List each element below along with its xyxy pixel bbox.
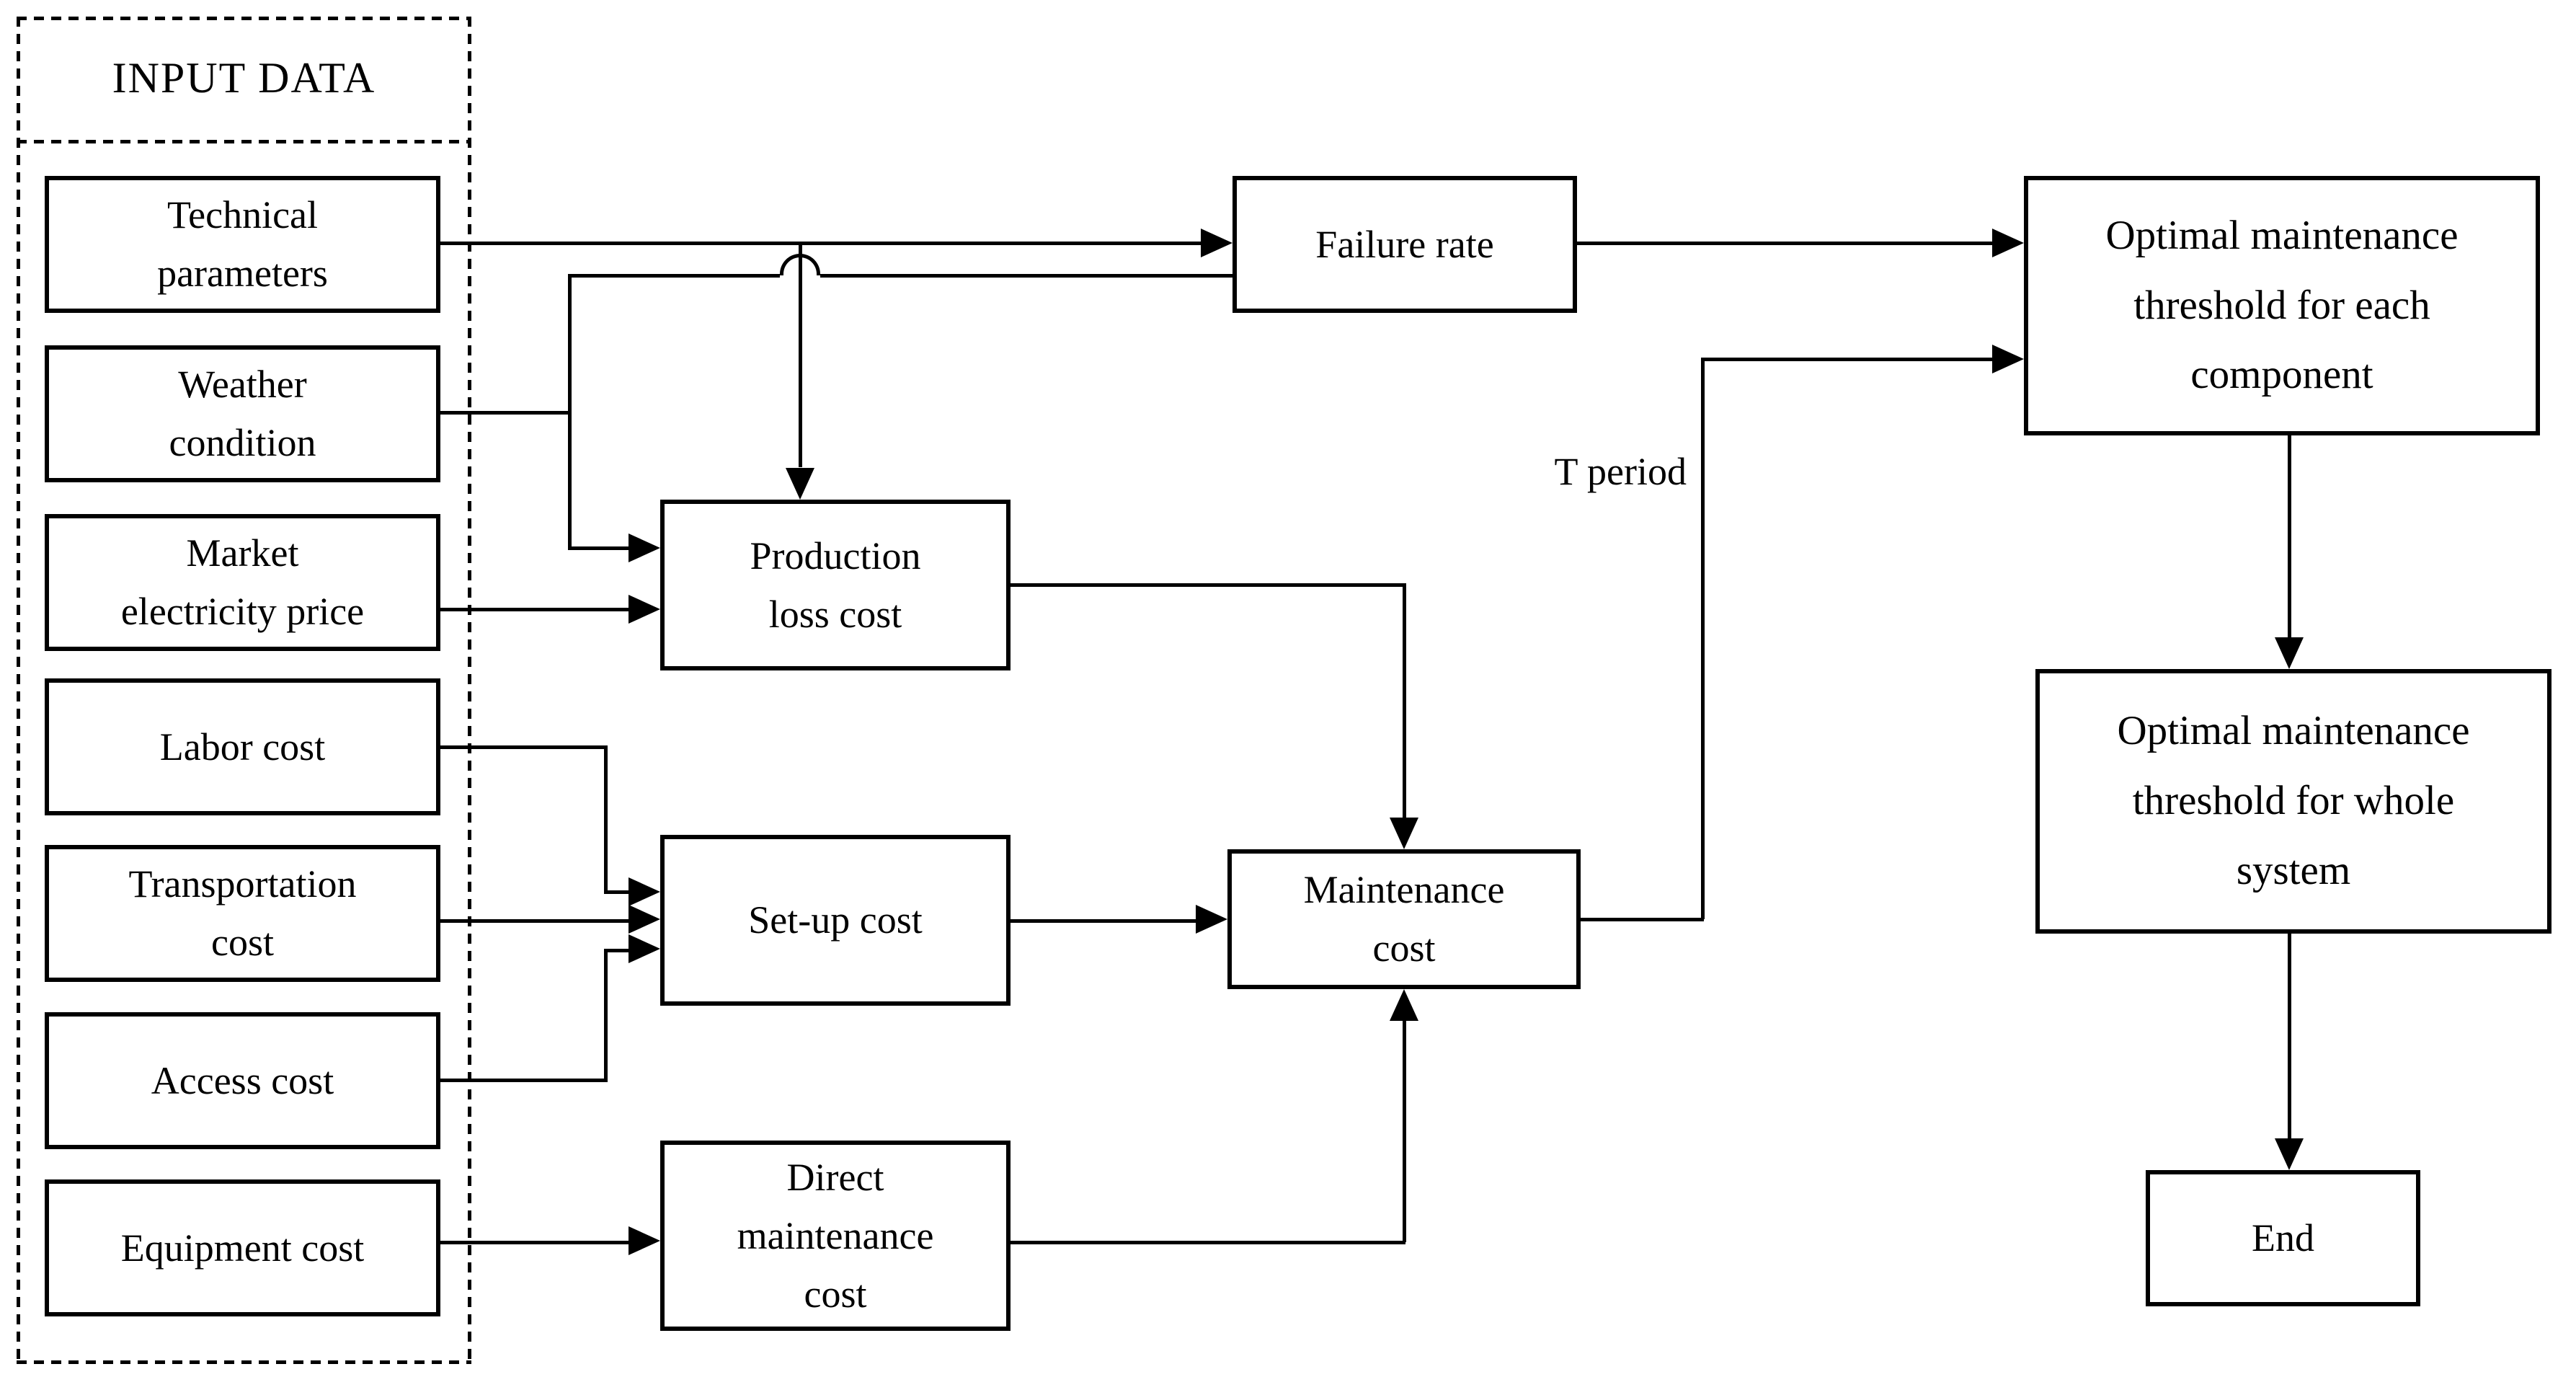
node-equipment-cost: Equipment cost — [45, 1179, 440, 1316]
connector-optimal-each-to-whole — [2288, 435, 2291, 637]
node-end-label: End — [2252, 1216, 2314, 1259]
connector-weather-to-failure-right-segment — [820, 274, 1233, 278]
connector-access-out — [440, 1079, 608, 1082]
node-production-loss-cost: Production loss cost — [660, 500, 1011, 670]
connector-access-up — [604, 950, 608, 1082]
arrowhead-into-end — [2275, 1138, 2304, 1170]
arrowhead-into-optimal-whole — [2275, 637, 2304, 669]
node-optimal-threshold-whole-system-label: Optimal maintenance threshold for whole … — [2117, 708, 2470, 893]
arrowhead-into-direct-left — [629, 1226, 660, 1255]
connector-weather-riser — [568, 275, 572, 549]
node-setup-cost: Set-up cost — [660, 835, 1011, 1006]
node-failure-rate: Failure rate — [1233, 176, 1577, 313]
connector-weather-to-failure-left-segment — [568, 274, 780, 278]
node-maintenance-cost: Maintenance cost — [1227, 849, 1581, 989]
connector-transportation-to-setup — [440, 919, 629, 923]
arrowhead-into-maintenance-left — [1196, 905, 1227, 934]
node-direct-maintenance-cost-label: Direct maintenance cost — [737, 1155, 934, 1316]
node-transportation-cost-label: Transportation cost — [128, 862, 357, 964]
arrowhead-into-production-left-upper — [629, 533, 660, 562]
arrowhead-into-setup-left-upper — [629, 877, 660, 906]
connector-weather-out — [440, 411, 572, 415]
connector-equipment-to-direct — [440, 1241, 629, 1244]
arrowhead-into-setup-left-lower — [629, 934, 660, 963]
connector-production-down — [1403, 583, 1406, 818]
connector-weather-to-production — [568, 546, 629, 550]
node-transportation-cost: Transportation cost — [45, 845, 440, 982]
t-period-label-text: T period — [1554, 450, 1687, 493]
node-access-cost-label: Access cost — [151, 1058, 334, 1102]
input-panel-border-right — [468, 17, 471, 1364]
node-weather-condition-label: Weather condition — [169, 363, 316, 464]
connector-access-to-setup — [604, 949, 629, 952]
arrowhead-into-production-left-lower — [629, 595, 660, 624]
connector-drop-to-production-top — [799, 243, 802, 467]
node-market-electricity-price-label: Market electricity price — [120, 531, 365, 633]
connector-production-out — [1011, 583, 1405, 587]
node-access-cost: Access cost — [45, 1012, 440, 1149]
node-optimal-threshold-whole-system: Optimal maintenance threshold for whole … — [2035, 669, 2551, 934]
input-panel-divider — [17, 140, 471, 143]
connector-labor-out — [440, 745, 608, 749]
connector-optimal-whole-to-end — [2288, 934, 2291, 1138]
connector-direct-out — [1011, 1241, 1405, 1244]
node-optimal-threshold-each-component-label: Optimal maintenance threshold for each c… — [2105, 212, 2459, 398]
connector-t-period-to-optimal-each — [1701, 358, 1992, 361]
arrowhead-into-setup-left-middle — [629, 905, 660, 934]
connector-labor-to-setup — [604, 890, 629, 894]
arrowhead-into-optimal-each-lower — [1992, 345, 2024, 373]
connector-direct-up — [1403, 1021, 1406, 1242]
input-panel-title-text: INPUT DATA — [112, 54, 376, 102]
node-maintenance-cost-label: Maintenance cost — [1303, 868, 1505, 970]
input-panel-title: INPUT DATA — [17, 17, 471, 140]
node-failure-rate-label: Failure rate — [1315, 222, 1494, 266]
input-panel-border-left — [17, 17, 20, 1364]
node-end: End — [2146, 1170, 2420, 1306]
node-market-electricity-price: Market electricity price — [45, 514, 440, 651]
connector-t-period-riser — [1701, 359, 1705, 919]
input-panel-border-top — [17, 17, 471, 20]
t-period-label: T period — [1456, 446, 1687, 497]
arrowhead-into-failure-rate — [1201, 229, 1233, 257]
node-equipment-cost-label: Equipment cost — [120, 1226, 365, 1270]
line-hop-arc — [780, 254, 820, 275]
node-production-loss-cost-label: Production loss cost — [750, 533, 921, 636]
node-setup-cost-label: Set-up cost — [748, 898, 923, 942]
arrowhead-into-maintenance-bottom — [1390, 989, 1418, 1021]
arrowhead-into-optimal-each-upper — [1992, 229, 2024, 257]
connector-failure-to-optimal-each — [1577, 242, 1992, 245]
node-labor-cost-label: Labor cost — [159, 725, 326, 769]
node-weather-condition: Weather condition — [45, 345, 440, 482]
node-optimal-threshold-each-component: Optimal maintenance threshold for each c… — [2024, 176, 2540, 435]
node-technical-parameters-label: Technical parameters — [157, 193, 328, 295]
connector-maintenance-out — [1581, 918, 1704, 921]
connector-market-to-production — [440, 608, 629, 611]
node-direct-maintenance-cost: Direct maintenance cost — [660, 1141, 1011, 1331]
arrowhead-into-maintenance-top — [1390, 818, 1418, 849]
connector-technical-to-failure — [440, 242, 1202, 245]
input-panel-border-bottom — [17, 1360, 471, 1364]
node-labor-cost: Labor cost — [45, 678, 440, 815]
node-technical-parameters: Technical parameters — [45, 176, 440, 313]
arrowhead-into-production-top — [786, 468, 814, 500]
connector-setup-to-maintenance — [1011, 919, 1196, 923]
connector-labor-down — [604, 745, 608, 893]
